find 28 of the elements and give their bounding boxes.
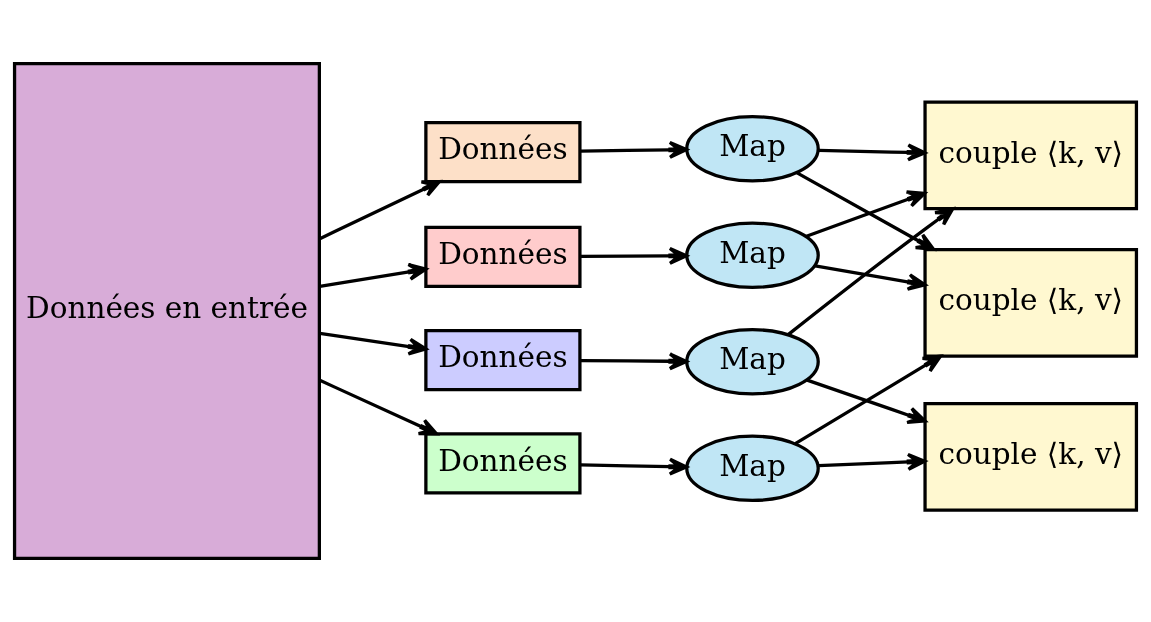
arrow bbox=[319, 331, 428, 356]
arrow bbox=[806, 378, 927, 425]
node-box: Données bbox=[424, 432, 582, 495]
node-box: couple ⟨k, v⟩ bbox=[923, 401, 1139, 512]
node-box: Données bbox=[424, 120, 582, 184]
node-box: Données bbox=[424, 225, 582, 289]
node-ellipse: Map bbox=[685, 115, 820, 183]
arrow bbox=[818, 143, 927, 162]
arrow bbox=[796, 171, 936, 251]
arrow bbox=[814, 264, 927, 291]
node-ellipse: Map bbox=[685, 328, 820, 396]
node-box: couple ⟨k, v⟩ bbox=[923, 100, 1139, 211]
node-box: couple ⟨k, v⟩ bbox=[923, 247, 1139, 358]
arrow bbox=[787, 207, 955, 336]
arrow bbox=[319, 262, 428, 289]
node-box: Données bbox=[424, 329, 582, 392]
arrow bbox=[580, 352, 688, 371]
arrow bbox=[794, 354, 942, 445]
node-box: Données en entrée bbox=[12, 61, 321, 561]
arrow bbox=[818, 452, 927, 471]
arrow bbox=[319, 179, 442, 241]
arrow bbox=[580, 140, 688, 159]
node-ellipse: Map bbox=[685, 434, 820, 503]
arrow bbox=[805, 190, 927, 238]
arrow bbox=[580, 246, 688, 265]
arrow bbox=[319, 378, 439, 436]
arrow bbox=[580, 457, 688, 476]
node-ellipse: Map bbox=[685, 221, 820, 290]
